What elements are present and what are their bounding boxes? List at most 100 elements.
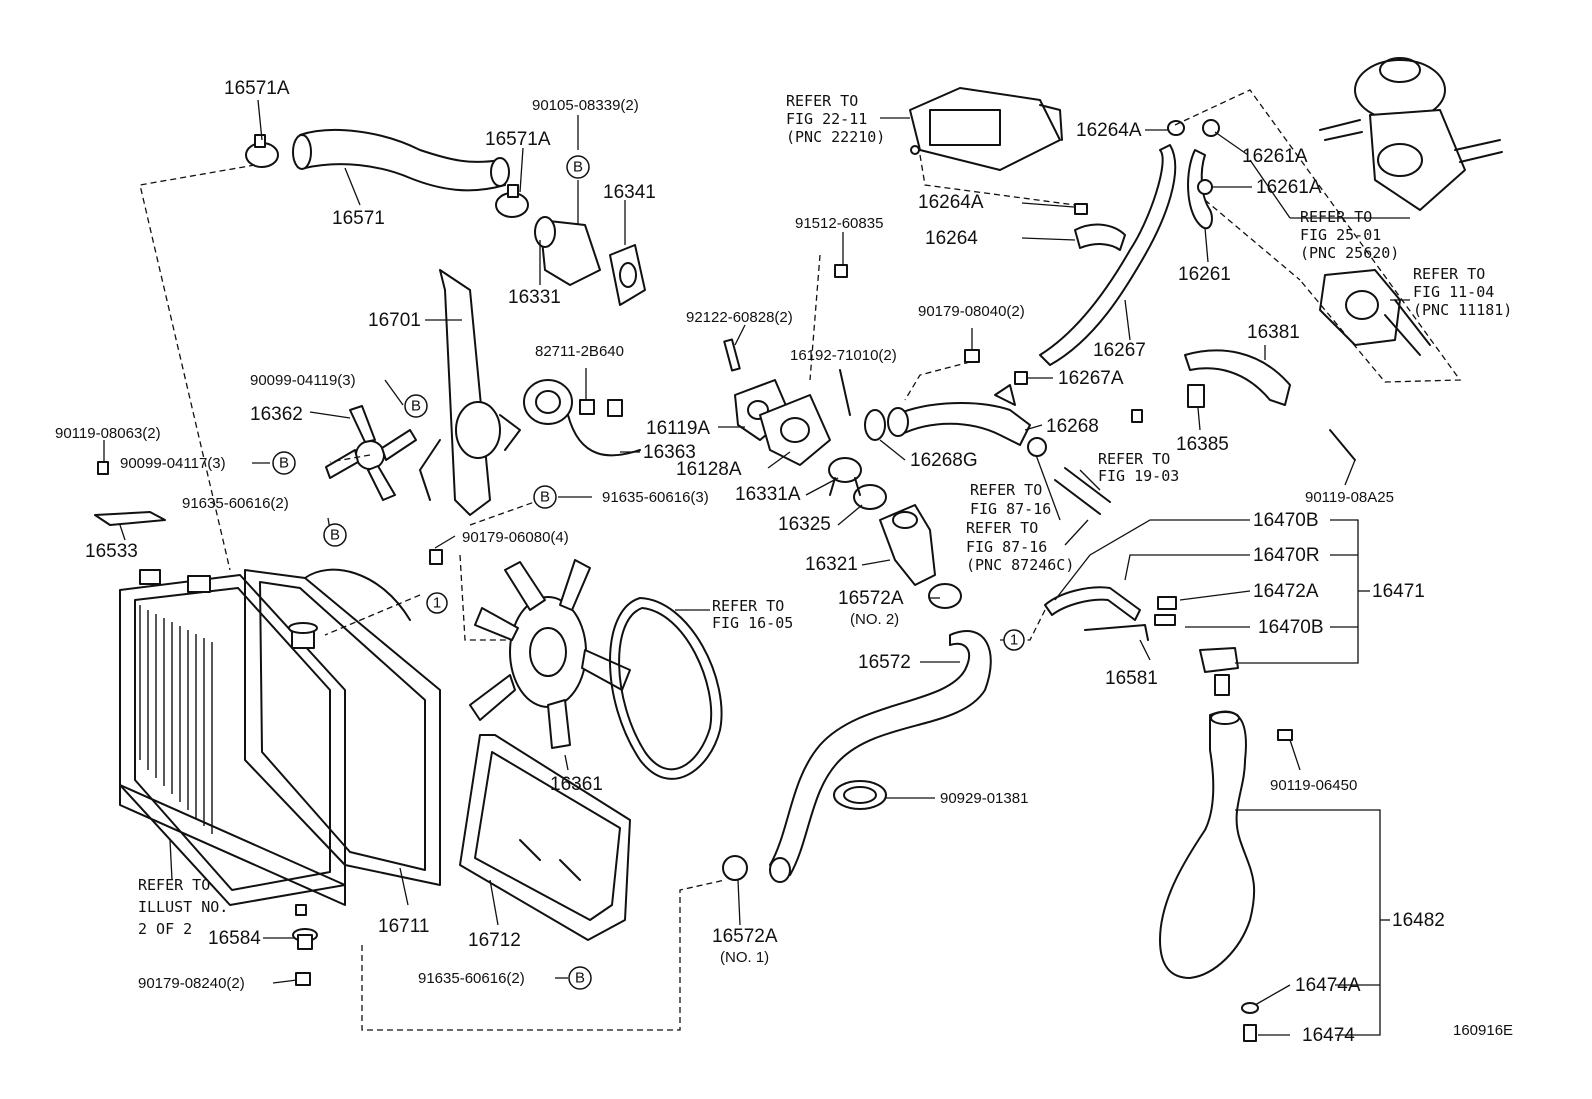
refer-fig-19-03: REFER TO FIG 19-03 [1098,450,1179,485]
clamp-16261A-mid [1197,179,1213,195]
label-16261: 16261 [1178,264,1231,285]
svg-text:(PNC 22210): (PNC 22210) [786,128,885,146]
svg-text:B: B [411,398,421,415]
svg-text:FIG 11-04: FIG 11-04 [1413,283,1494,301]
reservoir-hose-16470 [1044,586,1177,626]
label-90105-08339: 90105-08339(2) [532,97,639,114]
fan-shroud-lower-16712 [459,734,631,941]
label-16267A: 16267A [1058,368,1124,389]
svg-text:REFER TO: REFER TO [1300,208,1372,226]
svg-text:REFER TO: REFER TO [786,92,858,110]
callout-b-91635-mid: B [533,485,557,509]
label-16268G: 16268G [910,450,978,471]
bolt-90119-06450 [1277,729,1293,741]
refer-fig-25-01: REFER TO FIG 25-01 (PNC 25620) [1300,208,1399,262]
refer-fig-22-11: REFER TO FIG 22-11 (PNC 22210) [786,92,910,146]
svg-text:B: B [573,159,583,176]
svg-text:FIG 22-11: FIG 22-11 [786,110,867,128]
leader-lines [103,99,1410,1036]
label-16571A-mid: 16571A [485,129,551,150]
label-16261A-mid: 16261A [1256,177,1322,198]
lower-hose-16572 [769,630,992,883]
hose-16267 [1039,144,1177,366]
label-90099-04119: 90099-04119(3) [250,372,356,389]
cushion-16385 [1187,384,1205,408]
cover-ref-11-04 [1319,269,1431,356]
svg-text:REFER TO: REFER TO [966,519,1038,537]
label-16264A-top: 16264A [1076,120,1142,141]
label-16331: 16331 [508,287,561,308]
gasket-16325 [853,484,887,510]
label-91512-60835: 91512-60835 [795,215,883,232]
label-16470B-top: 16470B [1253,510,1319,531]
label-90119-08A25: 90119-08A25 [1305,489,1394,506]
label-16572A-no1: 16572A [712,926,778,947]
svg-text:FIG 16-05: FIG 16-05 [712,614,793,632]
label-16267: 16267 [1093,340,1146,361]
label-16470B-bot: 16470B [1258,617,1324,638]
label-16584: 16584 [208,928,261,949]
label-16572: 16572 [858,652,911,673]
fan-16361 [469,559,631,749]
gasket-16268G [864,409,886,441]
cap-16471 [1199,647,1239,696]
seal-16533 [94,511,166,526]
hose-16264 [1074,223,1126,251]
refer-fig-16-05: REFER TO FIG 16-05 [712,597,793,632]
label-16474A: 16474A [1295,975,1361,996]
callout-1-right: 1 [1003,629,1025,651]
clip-16267A [1014,371,1028,385]
stud-92122-60828 [723,338,741,372]
label-16341: 16341 [603,182,656,203]
label-16572A-no2-note: (NO. 2) [850,611,899,628]
svg-text:(PNC 87246C): (PNC 87246C) [966,556,1074,574]
label-16470R: 16470R [1253,545,1320,566]
callout-1-left: 1 [426,592,448,614]
label-16712: 16712 [468,930,521,951]
fan-shroud-16711 [244,568,441,886]
label-16571: 16571 [332,208,385,229]
nut-90179-08040 [964,349,980,363]
label-16571A-top: 16571A [224,78,290,99]
label-16471: 16471 [1372,581,1425,602]
gasket-16341 [609,244,646,306]
callout-b-91635-left: B [323,523,347,547]
stud-16192-71010 [839,369,851,416]
upper-hose-16571 [292,129,510,192]
label-16264: 16264 [925,228,978,249]
throttle-body-ref [909,87,1063,171]
bolt-90119-08063 [97,461,109,475]
label-16261A-top: 16261A [1242,146,1308,167]
callout-b-90099-04117: B [272,451,296,475]
callout-b-91635-bot: B [568,966,592,990]
label-16381: 16381 [1247,322,1300,343]
label-16128A: 16128A [676,459,742,480]
label-91635-60616-mid: 91635-60616(3) [602,489,709,506]
label-16264A-mid: 16264A [918,192,984,213]
label-16482: 16482 [1392,910,1445,931]
label-16701: 16701 [368,310,421,331]
label-16363: 16363 [643,442,696,463]
clamp-16572A-no2 [928,583,962,609]
label-91635-60616-bot: 91635-60616(2) [418,970,525,987]
label-16325: 16325 [778,514,831,535]
assembly-lines [139,89,1462,1031]
label-92122-60828: 92122-60828(2) [686,309,793,326]
label-90119-06450: 90119-06450 [1270,777,1357,794]
plug-16474 [1243,1024,1257,1042]
callout-b-90099-04119: B [404,394,428,418]
v-belt-ref [609,597,723,780]
bolt-90119-08A25 [1329,429,1356,461]
svg-text:REFER TO: REFER TO [970,481,1042,499]
bracket-16381 [1184,349,1291,406]
svg-text:(PNC 11181): (PNC 11181) [1413,301,1512,319]
label-90179-06080: 90179-06080(4) [462,529,569,546]
svg-text:FIG 87-16: FIG 87-16 [966,538,1047,556]
label-91635-60616-left: 91635-60616(2) [182,495,289,512]
label-82711-2B640: 82711-2B640 [535,343,624,360]
nut-90179-06080 [429,549,443,565]
clamp-16571A-mid [495,184,529,218]
label-90929-01381: 90929-01381 [940,790,1028,807]
water-inlet-16321 [879,504,936,586]
